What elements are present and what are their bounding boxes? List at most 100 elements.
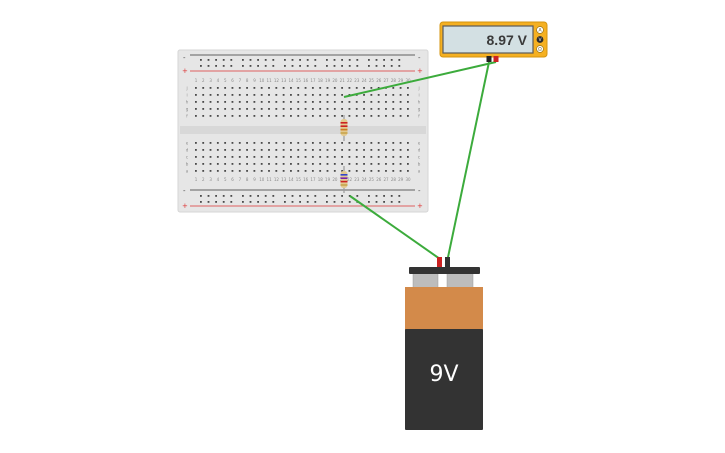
svg-text:10: 10 — [259, 177, 265, 182]
svg-text:f: f — [186, 114, 188, 119]
svg-text:14: 14 — [288, 177, 294, 182]
svg-text:28: 28 — [391, 177, 397, 182]
svg-text:15: 15 — [296, 78, 302, 83]
mode-ohms-button[interactable] — [536, 45, 544, 53]
svg-text:13: 13 — [281, 177, 287, 182]
multimeter-probe-black[interactable] — [486, 56, 492, 62]
multimeter-mode-selector[interactable]: A V Ω — [536, 26, 544, 53]
svg-text:20: 20 — [332, 78, 338, 83]
bottom-rail-plus-label-right: + — [417, 202, 423, 210]
svg-text:11: 11 — [267, 177, 273, 182]
battery-top-band — [405, 287, 483, 330]
top-rail-plus-label-right: + — [417, 67, 423, 75]
bottom-rail-plus-label: + — [182, 202, 188, 210]
svg-text:i: i — [186, 93, 187, 98]
svg-text:5: 5 — [224, 177, 227, 182]
battery-lead-red[interactable] — [437, 257, 442, 267]
svg-text:27: 27 — [384, 78, 390, 83]
svg-text:30: 30 — [405, 78, 411, 83]
svg-text:25: 25 — [369, 177, 375, 182]
bottom-terminal-holes[interactable] — [195, 142, 409, 172]
wire-breadboard-to-battery[interactable] — [349, 195, 441, 260]
top-rail-plus-label: + — [182, 67, 188, 75]
svg-text:8: 8 — [246, 78, 249, 83]
svg-text:20: 20 — [332, 177, 338, 182]
svg-text:27: 27 — [384, 177, 390, 182]
svg-text:e: e — [418, 141, 421, 146]
battery-9v[interactable]: 9V — [405, 257, 483, 430]
svg-text:6: 6 — [231, 78, 234, 83]
resistor-1[interactable] — [340, 115, 348, 141]
svg-text:24: 24 — [362, 177, 368, 182]
resistor-2[interactable] — [340, 166, 348, 193]
svg-text:22: 22 — [347, 177, 353, 182]
svg-text:g: g — [186, 107, 189, 112]
svg-text:21: 21 — [340, 78, 346, 83]
multimeter-reading: 8.97 V — [487, 32, 528, 48]
multimeter-probe-red[interactable] — [493, 56, 499, 62]
svg-text:3: 3 — [209, 177, 212, 182]
svg-text:23: 23 — [354, 177, 360, 182]
svg-text:16: 16 — [303, 177, 309, 182]
svg-text:19: 19 — [325, 78, 331, 83]
svg-text:d: d — [186, 148, 189, 153]
svg-text:c: c — [418, 155, 420, 160]
wires[interactable] — [343, 61, 497, 263]
wire-probe-to-breadboard-top[interactable] — [343, 61, 497, 98]
svg-text:29: 29 — [398, 177, 404, 182]
top-rail-minus-label: - — [183, 54, 186, 62]
svg-text:12: 12 — [274, 78, 280, 83]
bottom-power-rail: - + - + — [182, 187, 423, 210]
svg-text:1: 1 — [195, 78, 198, 83]
svg-text:h: h — [418, 100, 421, 105]
svg-text:d: d — [418, 148, 421, 153]
mode-amps-button[interactable] — [536, 26, 544, 34]
battery-lead-black[interactable] — [445, 257, 450, 267]
svg-text:2: 2 — [202, 177, 205, 182]
multimeter[interactable]: 8.97 V A V Ω — [439, 21, 548, 62]
wire-probe-to-battery[interactable] — [446, 61, 490, 263]
svg-text:26: 26 — [376, 177, 382, 182]
svg-text:18: 18 — [318, 78, 324, 83]
top-power-rail: - + - + — [182, 54, 423, 75]
mode-ohms-label: Ω — [538, 47, 542, 53]
svg-text:7: 7 — [239, 78, 242, 83]
svg-text:9: 9 — [253, 78, 256, 83]
svg-text:26: 26 — [376, 78, 382, 83]
svg-text:a: a — [186, 169, 189, 174]
top-rail-minus-label-right: - — [418, 54, 421, 62]
svg-text:16: 16 — [303, 78, 309, 83]
mode-volts-button[interactable] — [536, 36, 544, 43]
svg-text:10: 10 — [259, 78, 265, 83]
svg-text:22: 22 — [347, 78, 353, 83]
svg-text:17: 17 — [310, 78, 316, 83]
svg-text:2: 2 — [202, 78, 205, 83]
column-numbers-bottom: 1234567891011121314151617181920212223242… — [195, 177, 411, 182]
svg-text:30: 30 — [405, 177, 411, 182]
svg-text:b: b — [186, 162, 189, 167]
top-rail-holes[interactable] — [200, 59, 401, 67]
svg-text:j: j — [417, 86, 419, 91]
svg-text:23: 23 — [354, 78, 360, 83]
svg-text:29: 29 — [398, 78, 404, 83]
svg-text:i: i — [418, 93, 419, 98]
bottom-rail-minus-label: - — [183, 187, 186, 195]
svg-text:4: 4 — [217, 177, 220, 182]
mode-amps-label: A — [538, 28, 542, 34]
svg-text:1: 1 — [195, 177, 198, 182]
svg-text:25: 25 — [369, 78, 375, 83]
svg-text:c: c — [186, 155, 188, 160]
svg-text:7: 7 — [239, 177, 242, 182]
svg-text:5: 5 — [224, 78, 227, 83]
bottom-rail-holes[interactable] — [200, 195, 401, 203]
multimeter-display — [442, 25, 534, 54]
svg-text:18: 18 — [318, 177, 324, 182]
bottom-rail-minus-label-right: - — [418, 187, 421, 195]
